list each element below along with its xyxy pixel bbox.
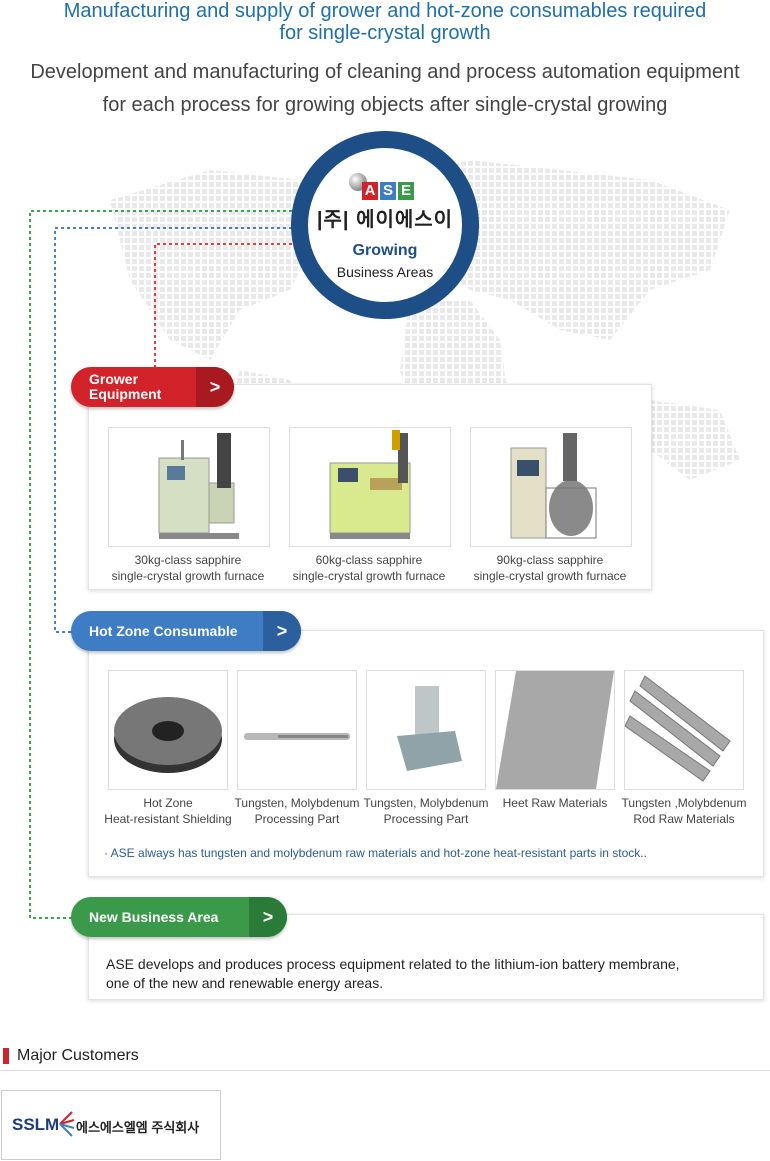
- hot-zone-consumable-tab[interactable]: Hot Zone Consumable >: [71, 611, 301, 651]
- furnace-60kg-image[interactable]: [289, 427, 451, 547]
- company-korean-name: |주| 에이에스이: [316, 209, 454, 231]
- headline-secondary: Development and manufacturing of cleanin…: [30, 61, 740, 116]
- hub-subtitle: Business Areas: [336, 264, 434, 280]
- newbiz-description: ASE develops and produces process equipm…: [106, 956, 680, 991]
- sslm-korean-name: 에스에스엘엠 주식회사: [76, 1120, 200, 1135]
- logo-letter: E: [398, 182, 414, 200]
- grower-equipment-tab[interactable]: Grower Equipment >: [71, 367, 234, 407]
- shielding-image[interactable]: [108, 670, 228, 790]
- sheet-image[interactable]: [495, 670, 615, 790]
- caption-sheet: Heet Raw Materials: [502, 796, 608, 810]
- logo-letter: S: [380, 182, 396, 200]
- stock-note: · ASE always has tungsten and molybdenum…: [104, 846, 647, 860]
- grower-title-line1: Grower: [89, 371, 139, 387]
- sslm-logo-text: SSLM: [12, 1115, 60, 1134]
- section-marker: [3, 1048, 9, 1064]
- furnace-icon: [510, 433, 597, 539]
- customer-logo-sslm[interactable]: SSLM 에스에스엘엠 주식회사: [1, 1090, 221, 1160]
- new-business-area-tab[interactable]: New Business Area >: [71, 897, 287, 937]
- furnace-90kg-image[interactable]: [470, 427, 632, 547]
- furnace-icon: [329, 430, 411, 539]
- furnace-30kg-image[interactable]: [108, 427, 270, 547]
- rod-icon: [244, 733, 350, 740]
- rod-materials-image[interactable]: [624, 670, 744, 790]
- hub-circle-inner: [308, 148, 462, 302]
- divider: [0, 1070, 770, 1071]
- major-customers-title: Major Customers: [17, 1047, 139, 1064]
- hotzone-title: Hot Zone Consumable: [89, 622, 238, 639]
- logo-letter: A: [362, 182, 378, 200]
- newbiz-title: New Business Area: [89, 908, 219, 925]
- chevron-right-icon: >: [196, 367, 234, 407]
- chevron-right-icon: >: [263, 611, 301, 651]
- bolt-icon: [397, 686, 462, 771]
- headline-primary: Manufacturing and supply of grower and h…: [63, 0, 707, 44]
- rods-icon: [625, 675, 731, 782]
- sheet-icon: [496, 671, 614, 789]
- hub-title: Growing: [352, 242, 418, 259]
- grower-title-line2: Equipment: [89, 386, 162, 402]
- processing-part-rod-image[interactable]: [237, 670, 357, 790]
- ase-logo: A S E: [362, 182, 414, 200]
- processing-part-bolt-image[interactable]: [366, 670, 486, 790]
- sslm-burst-icon: [59, 1111, 75, 1137]
- disk-icon: [114, 697, 222, 773]
- furnace-icon: [158, 433, 239, 539]
- chevron-right-icon: >: [249, 897, 287, 937]
